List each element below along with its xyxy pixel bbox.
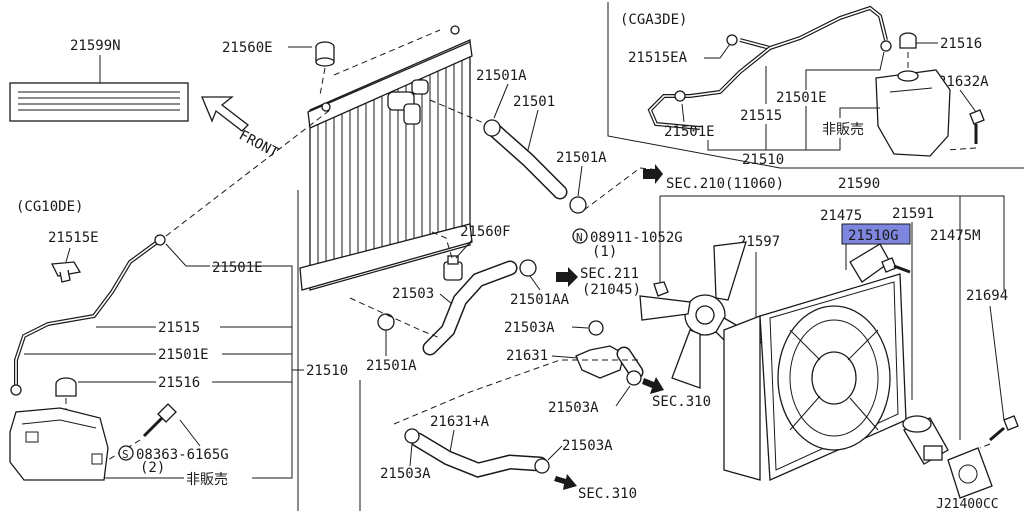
- fan-shroud-part: [723, 243, 907, 481]
- callout-21501a-lower: 21501A: [556, 150, 607, 166]
- callout-21515e: 21515E: [48, 230, 99, 246]
- callout-21501e-inset-1: 21501E: [776, 90, 827, 106]
- nut-part: [653, 281, 669, 297]
- hose-clamp-icon: [404, 428, 550, 474]
- callout-21501e-left-2: 21501E: [158, 347, 209, 363]
- overflow-tube-inset-part: [647, 5, 892, 130]
- hose-clamp-icon: [377, 259, 537, 331]
- callout-21501a-upper: 21501A: [476, 68, 527, 84]
- diagram-code: J21400CC: [936, 497, 999, 511]
- sec210-reference: SEC.210(11060): [666, 176, 784, 192]
- nut-qty: (1): [592, 244, 617, 260]
- highlighted-part-21510g[interactable]: [841, 223, 911, 245]
- bypass-hose-part: [575, 345, 644, 380]
- callout-21631a: 21631+A: [430, 414, 490, 430]
- screw-marker-prefix: S: [122, 448, 129, 461]
- sec310-reference-lower: SEC.310: [578, 486, 637, 502]
- callout-21590: 21590: [838, 176, 880, 192]
- callout-21560e: 21560E: [222, 40, 273, 56]
- callout-21515-left: 21515: [158, 320, 200, 336]
- callout-21516-right: 21516: [940, 36, 982, 52]
- callout-21510-left: 21510: [306, 363, 348, 379]
- sec211-subreference: (21045): [582, 282, 641, 298]
- nut-marker-prefix: N: [576, 231, 583, 244]
- sec310-arrow-icon: [554, 474, 577, 490]
- callout-21631: 21631: [506, 348, 548, 364]
- nut-marker-icon: [572, 228, 588, 244]
- callout-21501e-inset-2: 21501E: [664, 124, 715, 140]
- callout-21503a-4: 21503A: [380, 466, 431, 482]
- callout-21475m: 21475M: [930, 228, 981, 244]
- screw-marker-icon: [118, 445, 134, 461]
- hose-clamp-icon: [483, 119, 587, 214]
- heater-hose-part: [410, 432, 548, 478]
- callout-21503a-1: 21503A: [504, 320, 555, 336]
- callout-21501a-bottom: 21501A: [366, 358, 417, 374]
- callout-21560f: 21560F: [460, 224, 511, 240]
- callout-21632a: 21632A: [938, 74, 989, 90]
- sec211-reference: SEC.211: [580, 266, 639, 282]
- callout-21503a-3: 21503A: [562, 438, 613, 454]
- front-arrow-icon: [201, 96, 249, 132]
- reservoir-tank-part: [9, 377, 109, 481]
- callout-21501: 21501: [513, 94, 555, 110]
- sec310-arrow-icon: [642, 377, 664, 394]
- motor-gasket-part: [947, 447, 993, 499]
- fan-motor-part: [902, 415, 949, 465]
- filler-cap-part: [315, 41, 335, 67]
- sec210-arrow-icon: [643, 164, 663, 184]
- callout-08363-6165g: 08363-6165G: [136, 447, 229, 463]
- bolt-qty: (2): [140, 460, 165, 476]
- callout-21510-right: 21510: [742, 152, 784, 168]
- drain-cock-part: [443, 255, 463, 281]
- callout-21597: 21597: [738, 234, 780, 250]
- label-plate-part: [9, 55, 189, 122]
- callout-21599n: 21599N: [70, 38, 121, 54]
- reservoir-tank-inset-part: [875, 69, 951, 157]
- sec211-arrow-icon: [556, 267, 578, 287]
- bolt-part: [969, 109, 985, 144]
- callout-21475: 21475: [820, 208, 862, 224]
- callout-21515-inset: 21515: [740, 108, 782, 124]
- sec310-reference-upper: SEC.310: [652, 394, 711, 410]
- front-label: FRONT: [236, 127, 281, 161]
- callout-21501aa: 21501AA: [510, 292, 570, 308]
- callout-21516-left: 21516: [158, 375, 200, 391]
- radiator-core-part: [299, 25, 473, 291]
- not-sold-label-right: 非販売: [822, 122, 864, 138]
- upper-hose-part: [484, 120, 568, 200]
- bolt-part: [881, 257, 911, 274]
- bolt-part: [989, 415, 1019, 442]
- hose-bracket-part: [50, 261, 82, 283]
- bolt-part: [142, 403, 177, 438]
- callout-21694: 21694: [966, 288, 1008, 304]
- callout-21515ea: 21515EA: [628, 50, 688, 66]
- hose-clamp-icon: [588, 320, 642, 386]
- callout-21591: 21591: [892, 206, 934, 222]
- overflow-tube-part: [10, 234, 166, 396]
- reservoir-cap-part: [899, 32, 917, 49]
- callout-21503a-2: 21503A: [548, 400, 599, 416]
- callout-21510g[interactable]: 21510G: [848, 228, 899, 244]
- callout-21501e-left-1: 21501E: [212, 260, 263, 276]
- radiator-cap-part: [387, 79, 429, 125]
- lower-hose-part: [422, 260, 518, 356]
- variant-label-cga3de: (CGA3DE): [620, 12, 687, 28]
- not-sold-label-left: 非販売: [186, 472, 228, 488]
- cga3de-inset-frame: [607, 2, 1024, 169]
- variant-label-cg10de: (CG10DE): [16, 199, 83, 215]
- callout-21503: 21503: [392, 286, 434, 302]
